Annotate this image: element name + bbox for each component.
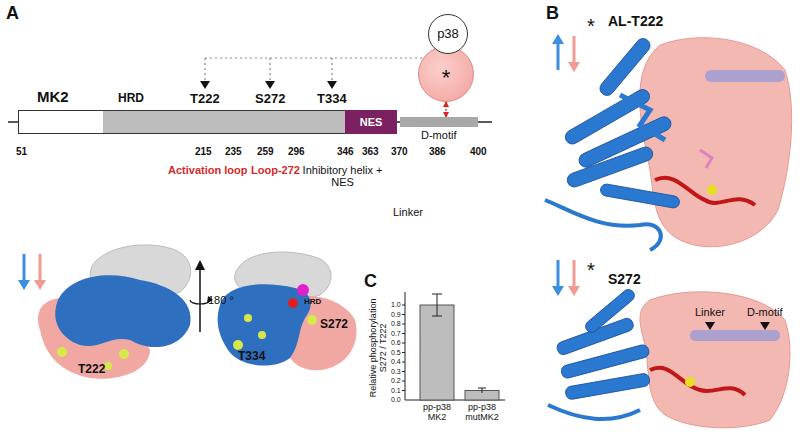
panel-letter: B bbox=[546, 4, 559, 24]
region-label: Loop-272 bbox=[251, 164, 300, 176]
dotted-leader bbox=[331, 58, 332, 82]
axis-title: Relative phosphorylation S272 / T222 bbox=[369, 290, 389, 405]
chain-line bbox=[8, 121, 18, 123]
direction-arrows bbox=[18, 254, 46, 290]
arrow-head bbox=[265, 81, 275, 89]
region-label: Inhibitory helix + NES bbox=[295, 164, 390, 188]
tick-label: 0.6 bbox=[391, 339, 401, 347]
tick-label: 0.1 bbox=[391, 387, 401, 395]
tick-label: 0.0 bbox=[391, 396, 401, 404]
direction-arrows bbox=[552, 34, 580, 296]
residue-number: 370 bbox=[391, 146, 408, 157]
dotted-leader bbox=[269, 58, 270, 82]
tick-label: 0.5 bbox=[391, 349, 401, 357]
region-label: Linker bbox=[393, 206, 423, 218]
kinase-circle: p38 bbox=[428, 14, 468, 54]
tick-label: 0.4 bbox=[391, 358, 401, 366]
residue-label: T334 bbox=[238, 350, 265, 363]
tick-label: 0.7 bbox=[391, 330, 401, 338]
dotted-leader bbox=[205, 57, 428, 58]
tick-label: 0.3 bbox=[391, 368, 401, 376]
region-label: Linker bbox=[695, 306, 725, 318]
activity-star: * bbox=[587, 15, 595, 37]
residue-number: 51 bbox=[16, 146, 27, 157]
protein-surface bbox=[218, 252, 357, 370]
category-label: pp-p38 MK2 bbox=[415, 403, 459, 423]
region-label: D-motif bbox=[747, 306, 782, 318]
residue-number: 346 bbox=[337, 146, 354, 157]
protein-name: MK2 bbox=[37, 89, 69, 106]
tick-label: 0.8 bbox=[391, 320, 401, 328]
residue-label: T334 bbox=[317, 92, 347, 106]
protein-structure bbox=[548, 287, 790, 428]
motif-label: HRD bbox=[118, 92, 144, 105]
residue-number: 400 bbox=[470, 146, 487, 157]
arrow-head bbox=[200, 81, 210, 89]
residue-label: S272 bbox=[320, 318, 348, 331]
residue-number: 235 bbox=[225, 146, 242, 157]
residue-number: 215 bbox=[195, 146, 212, 157]
residue-label: T222 bbox=[78, 363, 105, 376]
region-label: Activation loop bbox=[168, 164, 247, 176]
residue-number: 259 bbox=[257, 146, 274, 157]
domain-label: NES bbox=[360, 116, 383, 128]
activity-star: * bbox=[442, 66, 451, 90]
tick-label: 1.0 bbox=[391, 301, 401, 309]
motif-label: HRD bbox=[304, 298, 321, 307]
motif-box: D-motif bbox=[400, 117, 478, 127]
category-label: pp-p38 mutMK2 bbox=[460, 403, 504, 423]
domain-bar: MK2NES bbox=[18, 110, 395, 134]
panel-letter: A bbox=[6, 4, 19, 24]
binding-arrow bbox=[445, 102, 446, 117]
residue-label: S272 bbox=[255, 92, 285, 106]
residue-number: 296 bbox=[288, 146, 305, 157]
tick-label: 0.9 bbox=[391, 311, 401, 319]
structure-title: S272 bbox=[608, 272, 641, 287]
rotation-label: 180 ° bbox=[208, 294, 234, 306]
panel-letter: C bbox=[364, 272, 377, 292]
activity-star: * bbox=[587, 259, 595, 281]
structure-title: AL-T222 bbox=[608, 14, 663, 29]
active-kinase-circle: * bbox=[418, 46, 474, 102]
residue-label: T222 bbox=[190, 92, 220, 106]
arrow-head bbox=[327, 81, 337, 89]
bar-chart bbox=[402, 292, 505, 400]
residue-number: 363 bbox=[362, 146, 379, 157]
dotted-leader bbox=[204, 58, 205, 82]
protein-structure bbox=[545, 36, 792, 250]
motif-label: D-motif bbox=[421, 129, 456, 141]
residue-number: 386 bbox=[429, 146, 446, 157]
nes-box: NES bbox=[345, 110, 397, 134]
protein-surface bbox=[38, 245, 191, 379]
tick-label: 0.2 bbox=[391, 377, 401, 385]
kinase-label: p38 bbox=[437, 27, 459, 41]
